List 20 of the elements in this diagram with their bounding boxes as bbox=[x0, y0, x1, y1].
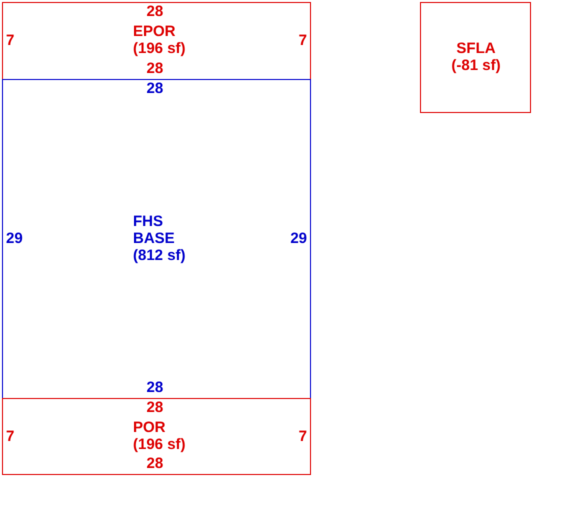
room-outline bbox=[2, 398, 311, 475]
room-outline bbox=[2, 2, 311, 80]
dimension-label: 28 bbox=[146, 455, 164, 472]
area-label: EPOR (196 sf) bbox=[133, 23, 187, 57]
dimension-label: 7 bbox=[298, 32, 307, 49]
room-outline bbox=[420, 2, 531, 113]
dimension-label: 28 bbox=[146, 399, 164, 416]
area-label: POR (196 sf) bbox=[133, 419, 187, 453]
dimension-label: 7 bbox=[6, 428, 14, 444]
room-outline bbox=[2, 79, 311, 399]
dimension-label: 28 bbox=[146, 80, 164, 97]
dimension-label: 29 bbox=[6, 230, 23, 247]
dimension-label: 7 bbox=[298, 428, 307, 444]
dimension-label: 29 bbox=[290, 230, 307, 247]
dimension-label: 28 bbox=[146, 60, 164, 77]
dimension-label: 7 bbox=[6, 32, 14, 49]
area-label: FHS BASE (812 sf) bbox=[133, 213, 187, 264]
dimension-label: 28 bbox=[146, 3, 164, 20]
dimension-label: 28 bbox=[146, 379, 164, 396]
area-label: SFLA (-81 sf) bbox=[450, 40, 502, 74]
